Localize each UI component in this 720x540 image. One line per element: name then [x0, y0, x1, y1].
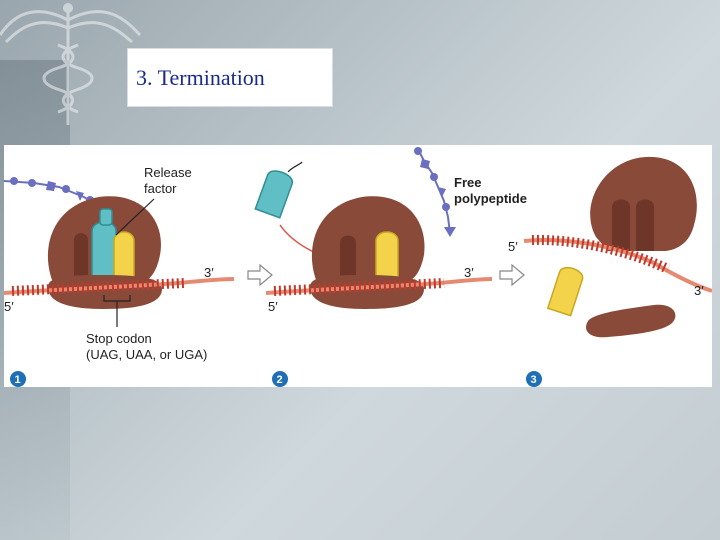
- trna-yellow-3: [546, 266, 584, 317]
- trna-yellow-1: [113, 231, 135, 280]
- free-polypeptide-label-line1: Free: [454, 175, 481, 190]
- release-factor-label-line1: Release: [144, 165, 192, 180]
- step-number-2: 2: [277, 374, 283, 386]
- panel-3: 5′ 3′ 3: [508, 156, 712, 387]
- termination-figure: 3′ 5′ Release factor Stop codon (UAG, UA…: [4, 145, 712, 387]
- free-polypeptide-label-line2: polypeptide: [454, 191, 527, 206]
- panel-1: 3′ 5′ Release factor Stop codon (UAG, UA…: [4, 165, 235, 387]
- step-badge-2: [272, 371, 288, 387]
- mrna-strand-2: [265, 277, 493, 296]
- caduceus-icon: [0, 3, 142, 125]
- three-prime-label-1: 3′: [204, 265, 214, 280]
- step-number-1: 1: [15, 374, 21, 386]
- step-number-3: 3: [531, 374, 537, 386]
- step-badge-3: [526, 371, 542, 387]
- release-factor-label-line2: factor: [144, 181, 177, 196]
- five-prime-label-3: 5′: [508, 239, 518, 254]
- mrna-strand-1: [4, 277, 235, 296]
- ribosome-small-subunit-3: [586, 304, 676, 338]
- process-arrow-2: [499, 263, 525, 287]
- three-prime-label-2: 3′: [464, 265, 474, 280]
- stop-codon-label-line2: (UAG, UAA, or UGA): [86, 347, 207, 362]
- polypeptide-chain-1: [4, 177, 97, 206]
- ribosome-small-subunit-2: [310, 275, 424, 309]
- free-polypeptide-chain: [414, 147, 456, 237]
- step-badge-1: [10, 371, 26, 387]
- ribosome-small-subunit-1: [48, 275, 162, 309]
- release-factor-1: [91, 221, 117, 278]
- title-box: 3. Termination: [127, 48, 333, 107]
- termination-diagram: 3′ 5′ Release factor Stop codon (UAG, UA…: [4, 147, 712, 387]
- process-arrow-1: [247, 263, 273, 287]
- five-prime-label-1: 5′: [4, 299, 14, 314]
- release-factor-2: [254, 161, 303, 219]
- slide-title: 3. Termination: [136, 65, 265, 90]
- stop-codon-bracket: [103, 295, 131, 327]
- trna-yellow-2: [375, 231, 399, 280]
- panel-2: 3′ 5′ Free polypeptide 2: [254, 147, 527, 387]
- mrna-strand-3: [523, 234, 712, 293]
- release-factor-pointer: [115, 198, 155, 236]
- stop-codon-label-line1: Stop codon: [86, 331, 152, 346]
- three-prime-label-3: 3′: [694, 283, 704, 298]
- five-prime-label-2: 5′: [268, 299, 278, 314]
